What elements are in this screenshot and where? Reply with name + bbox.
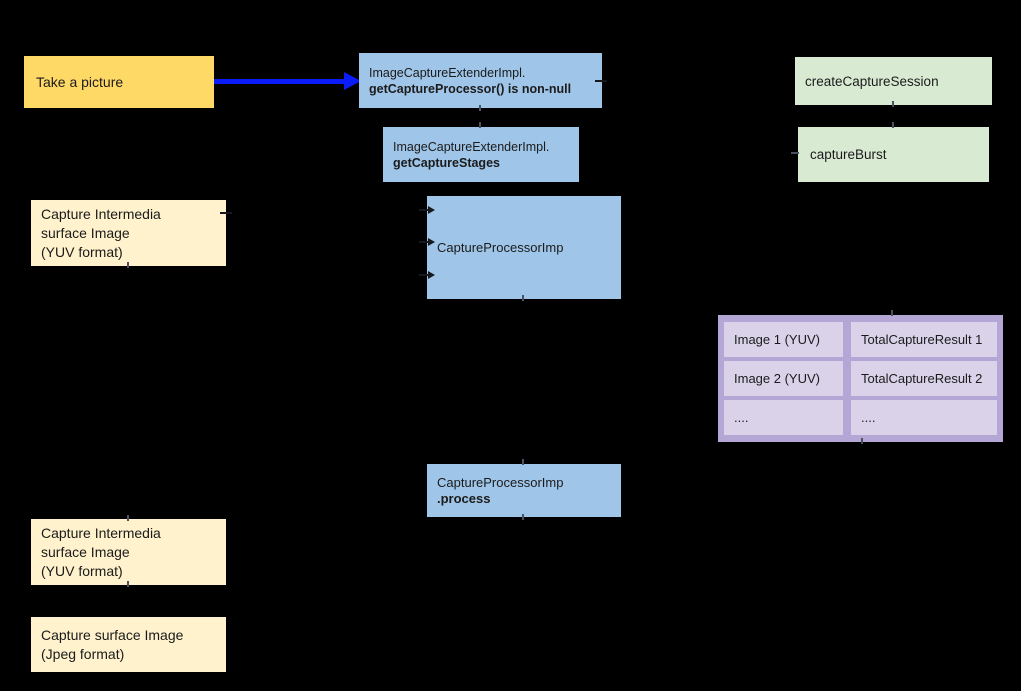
connector-stub xyxy=(522,295,524,301)
node-line: Capture surface Image xyxy=(41,626,184,643)
node-line: Capture Intermedia xyxy=(41,205,161,222)
arrowhead-icon xyxy=(428,238,435,246)
cell-text: .... xyxy=(734,410,749,425)
connector-stub xyxy=(522,459,524,465)
connector-stub xyxy=(419,241,428,243)
connector-stub xyxy=(479,122,481,128)
capture-results-table: Image 1 (YUV) TotalCaptureResult 1 Image… xyxy=(718,315,1003,442)
node-get-capture-processor: ImageCaptureExtenderImpl. getCaptureProc… xyxy=(359,53,602,108)
table-cell: Image 1 (YUV) xyxy=(724,322,843,357)
connector-stub xyxy=(127,581,129,587)
table-cell: Image 2 (YUV) xyxy=(724,361,843,396)
connector-stub xyxy=(861,438,863,444)
connector-stub xyxy=(220,212,232,214)
table-cell: TotalCaptureResult 2 xyxy=(851,361,997,396)
node-label: createCaptureSession xyxy=(805,73,939,89)
node-line: surface Image xyxy=(41,224,130,241)
arrowhead-icon xyxy=(428,206,435,214)
table-cell: TotalCaptureResult 1 xyxy=(851,322,997,357)
connector-stub xyxy=(522,514,524,520)
connector-stub xyxy=(891,310,893,316)
connector-stub xyxy=(479,105,481,111)
connector-stub xyxy=(595,80,607,82)
connector-stub xyxy=(127,515,129,521)
node-line: ImageCaptureExtenderImpl. xyxy=(369,65,526,80)
cell-text: .... xyxy=(861,410,876,425)
cell-text: TotalCaptureResult 2 xyxy=(861,371,983,386)
connector-stub xyxy=(892,101,894,107)
node-capture-intermedia-surface-top: Capture Intermedia surface Image (YUV fo… xyxy=(31,200,226,266)
connector-stub xyxy=(419,274,428,276)
table-cell: .... xyxy=(724,400,843,435)
cell-text: TotalCaptureResult 1 xyxy=(861,332,983,347)
node-take-a-picture: Take a picture xyxy=(24,56,214,108)
cell-text: Image 1 (YUV) xyxy=(734,332,820,347)
node-line: .process xyxy=(437,490,491,506)
node-label: captureBurst xyxy=(810,147,887,162)
arrowhead-icon xyxy=(428,271,435,279)
node-line: Capture Intermedia xyxy=(41,524,161,541)
cell-text: Image 2 (YUV) xyxy=(734,371,820,386)
node-label: CaptureProcessorImp xyxy=(437,240,564,255)
node-line: (Jpeg format) xyxy=(41,645,125,662)
node-capture-processor-imp: CaptureProcessorImp xyxy=(427,196,621,299)
node-line: CaptureProcessorImp xyxy=(437,474,564,490)
node-get-capture-stages: ImageCaptureExtenderImpl. getCaptureStag… xyxy=(383,127,579,182)
connector-stub xyxy=(127,262,129,268)
node-line: surface Image xyxy=(41,543,130,560)
node-line: ImageCaptureExtenderImpl. xyxy=(393,139,550,154)
node-line: getCaptureStages xyxy=(393,155,500,170)
node-capture-processor-process: CaptureProcessorImp .process xyxy=(427,464,621,517)
node-label: Take a picture xyxy=(36,74,124,90)
table-cell: .... xyxy=(851,400,997,435)
flow-arrow xyxy=(214,79,346,84)
node-create-capture-session: createCaptureSession xyxy=(795,57,992,105)
node-capture-surface-jpeg: Capture surface Image (Jpeg format) xyxy=(31,617,226,672)
connector-stub xyxy=(419,209,428,211)
node-line: (YUV format) xyxy=(41,562,123,579)
node-capture-burst: captureBurst xyxy=(798,127,989,182)
node-line: getCaptureProcessor() is non-null xyxy=(369,81,572,96)
flow-arrow-head-icon xyxy=(344,72,361,90)
connector-stub xyxy=(791,152,799,154)
node-capture-intermedia-surface-bottom: Capture Intermedia surface Image (YUV fo… xyxy=(31,519,226,585)
node-line: (YUV format) xyxy=(41,243,123,260)
connector-stub xyxy=(892,122,894,128)
